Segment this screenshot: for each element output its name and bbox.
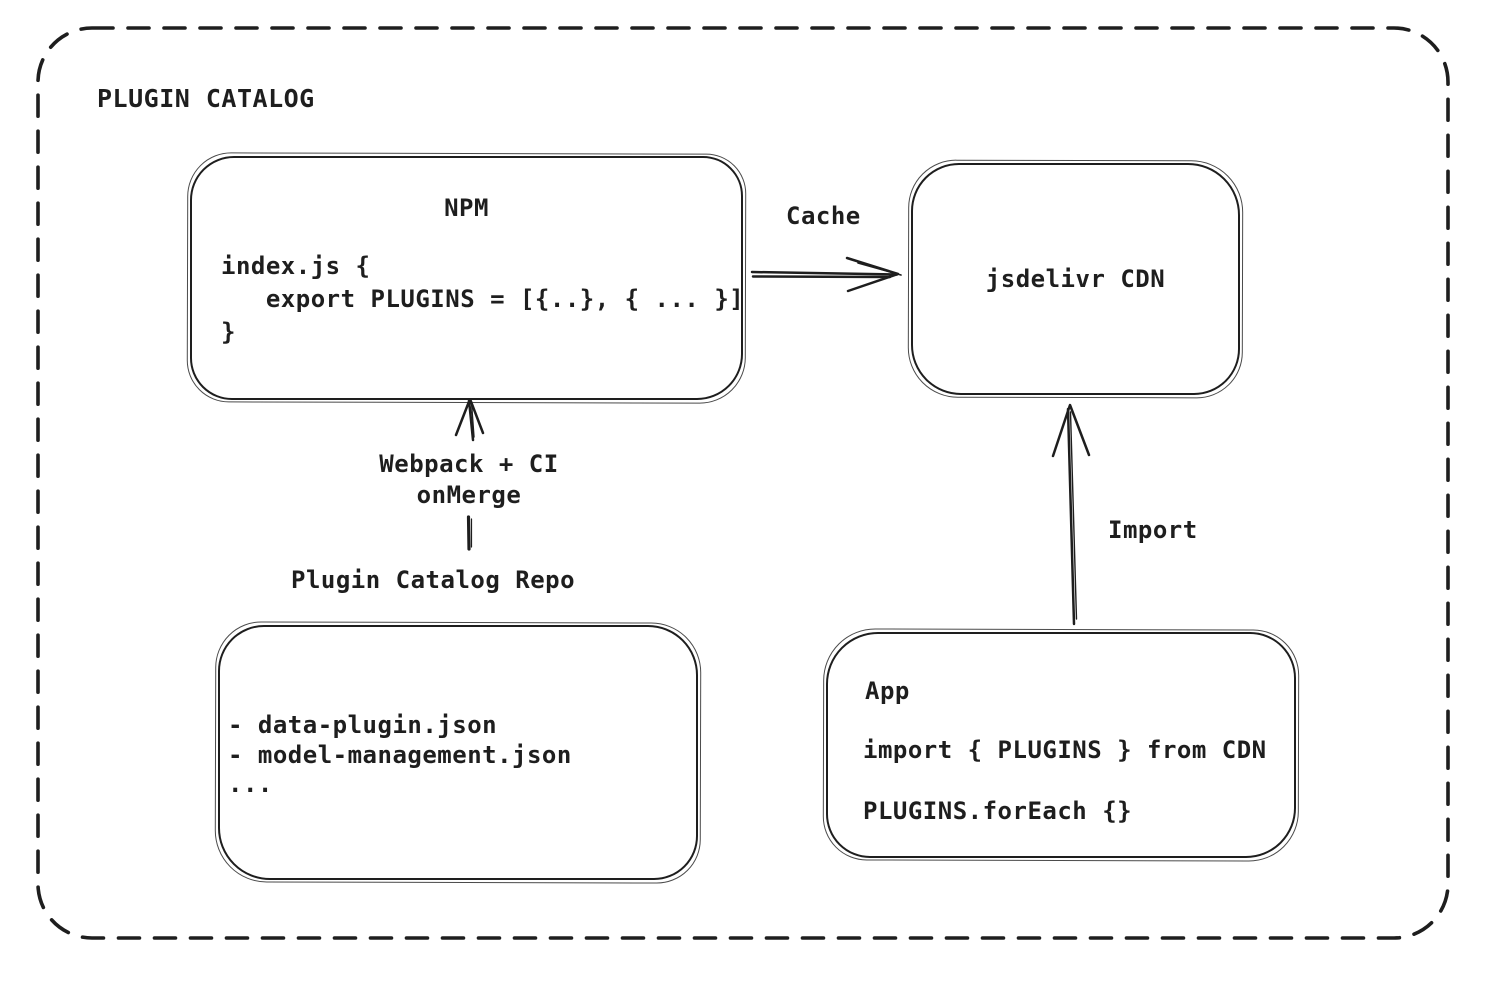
app-code-line-1: import { PLUGINS } from CDN bbox=[863, 736, 1267, 764]
build-edge-label: Webpack + CI onMerge bbox=[338, 449, 600, 511]
import-arrow bbox=[1051, 403, 1091, 626]
repo-file-item-2: - model-management.json bbox=[228, 740, 572, 769]
build-divider-line bbox=[466, 515, 473, 551]
build-edge-label-line-1: Webpack + CI bbox=[379, 450, 559, 478]
build-arrow bbox=[454, 397, 485, 442]
npm-node: NPM index.js { export PLUGINS = [{..}, {… bbox=[190, 156, 744, 400]
npm-code-line-2: export PLUGINS = [{..}, { ... }] bbox=[221, 285, 745, 313]
cdn-title: jsdelivr CDN bbox=[985, 265, 1166, 293]
app-node: App import { PLUGINS } from CDN PLUGINS.… bbox=[826, 632, 1296, 858]
repo-node: - data-plugin.json - model-management.js… bbox=[218, 625, 698, 880]
cache-arrow bbox=[750, 256, 902, 293]
repo-file-item-1: - data-plugin.json bbox=[228, 711, 498, 739]
repo-node-label: Plugin Catalog Repo bbox=[291, 566, 576, 594]
frame-title: PLUGIN CATALOG bbox=[97, 84, 315, 113]
import-edge-label: Import bbox=[1108, 516, 1198, 544]
build-edge-label-line-2: onMerge bbox=[416, 481, 522, 509]
cache-edge-label: Cache bbox=[786, 202, 861, 230]
npm-code-block: index.js { export PLUGINS = [{..}, { ...… bbox=[221, 250, 744, 349]
repo-file-item-3: ... bbox=[228, 770, 273, 798]
app-title: App bbox=[865, 677, 910, 705]
npm-code-line-1: index.js { bbox=[221, 252, 371, 280]
npm-title: NPM bbox=[444, 194, 489, 222]
npm-code-line-3: } bbox=[221, 318, 236, 346]
repo-file-list: - data-plugin.json - model-management.js… bbox=[228, 711, 572, 800]
cdn-node: jsdelivr CDN bbox=[911, 163, 1240, 395]
catalog-boundary bbox=[36, 26, 1450, 940]
app-code-line-2: PLUGINS.forEach {} bbox=[863, 797, 1133, 825]
